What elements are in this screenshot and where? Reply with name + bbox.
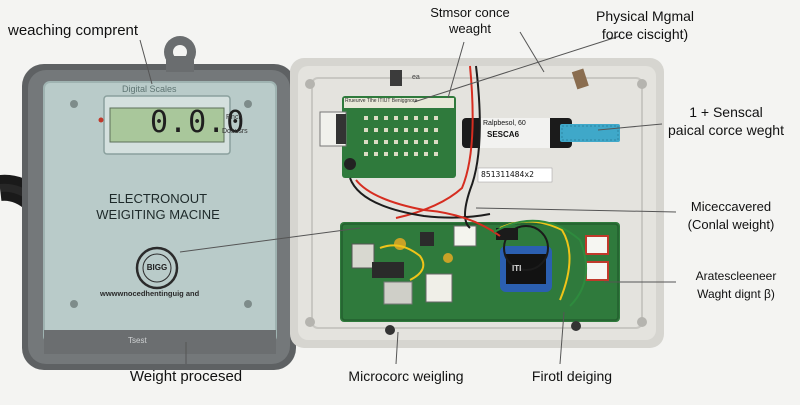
label-microcorc: Microcorc weigling <box>348 368 464 384</box>
device-title-line-2: WEIGITING MACINE <box>96 207 220 222</box>
lcd-display <box>109 107 225 143</box>
scale-enclosure <box>22 36 296 370</box>
wiring <box>349 65 587 307</box>
footer-mark: Tsest <box>128 336 147 345</box>
label-miceccavered-line-2: (Conlal weight) <box>687 217 775 232</box>
board-top-label: Rrueurve Tlhe ITIUT Beniggnore <box>345 98 418 104</box>
label-stmsor-line-2: weaght <box>449 21 491 36</box>
load-sensor <box>462 118 620 148</box>
battery-label-2: SESCA6 <box>487 130 520 139</box>
module-chip-text: ITI <box>512 264 522 273</box>
main-circuit-board <box>340 222 620 335</box>
label-physical-line-1: Physical Mgmal <box>595 8 695 24</box>
label-firotl: Firotl deiging <box>531 368 613 384</box>
case-marker: ea <box>412 74 420 81</box>
label-senscal-line-2: paical corce weght <box>668 122 784 138</box>
lcd-readout: 0.0.0 <box>150 105 246 140</box>
status-led <box>98 117 104 123</box>
battery-label-1: Ralpbesol, 60 <box>483 120 526 127</box>
callout-lines <box>139 31 677 365</box>
label-weight-procesed: Weight procesed <box>129 368 243 385</box>
display-caption: Digital Scales <box>122 84 177 94</box>
label-physical-line-2: force ciscight) <box>601 26 689 42</box>
label-aratesc-line-2: Waght dignt β) <box>697 287 775 301</box>
sensor-pad <box>560 124 620 142</box>
top-circuit-board <box>319 96 456 178</box>
seal-text: BIGG <box>146 263 168 272</box>
barcode-text: 851311484x2 <box>481 170 534 179</box>
side-label-1: Rnch <box>226 114 243 121</box>
side-label-2: Dosusrs <box>222 128 248 135</box>
device-title-line-1: ELECTRONOUT <box>108 191 208 206</box>
label-weaching-comprent: weaching comprent <box>8 22 139 39</box>
label-aratesc-line-1: Aratescleeneer <box>695 269 777 283</box>
label-senscal-line-1: 1 + Senscal <box>689 104 763 120</box>
device-website: wwwwnocedhentinguig and <box>100 289 200 298</box>
label-miceccavered-line-1: Miceccavered <box>690 199 772 214</box>
label-stmsor-line-1: Stmsor conce <box>430 5 510 20</box>
certification-seal <box>135 246 179 290</box>
barcode-label <box>477 167 553 183</box>
